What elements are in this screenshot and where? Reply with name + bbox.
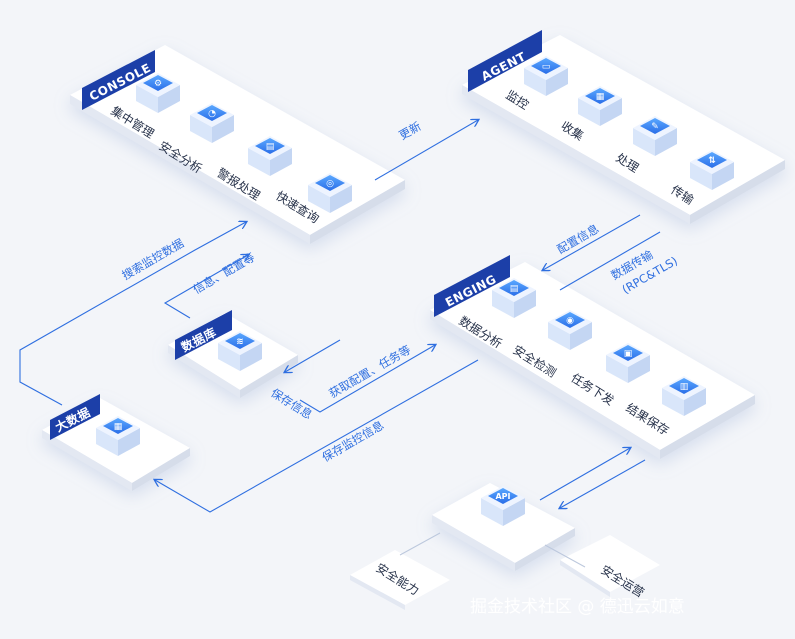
svg-text:▥: ▥	[680, 382, 689, 392]
transfer-icon: ⇅	[690, 150, 734, 190]
flow-config-info: 配置信息	[555, 221, 602, 256]
dispatch-icon: ▣	[606, 343, 650, 383]
search-icon: ◎	[308, 173, 352, 213]
svg-text:✎: ✎	[651, 122, 659, 132]
svg-text:▭: ▭	[542, 62, 551, 72]
flow-search-monitor: 搜索监控数据	[120, 236, 187, 283]
analysis-icon: ▤	[492, 278, 536, 318]
detect-icon: ◉	[548, 310, 592, 350]
api-icon: API	[481, 486, 525, 526]
collect-icon: ▦	[578, 86, 622, 126]
wrench-icon: ✎	[633, 116, 677, 156]
flow-save-info: 保存信息	[268, 386, 314, 422]
svg-text:≋: ≋	[236, 337, 244, 347]
flow-info-config: 信息、配置等	[191, 250, 258, 297]
svg-text:▦: ▦	[596, 92, 605, 102]
svg-text:⚙: ⚙	[154, 79, 162, 89]
api-leg-left	[350, 532, 450, 610]
api-leg-right	[544, 535, 660, 597]
database-icon: ≋	[218, 331, 262, 371]
save-icon: ▥	[662, 376, 706, 416]
svg-text:API: API	[495, 492, 510, 501]
flow-arrows	[19, 120, 661, 513]
alert-icon: ▤	[248, 136, 292, 176]
svg-text:◉: ◉	[566, 316, 574, 326]
svg-text:▤: ▤	[266, 142, 275, 152]
chart-icon: ◔	[190, 103, 234, 143]
flow-save-monitor: 保存监控信息	[320, 418, 387, 465]
watermark: 掘金技术社区 @ 德迅云如意	[470, 597, 685, 617]
svg-text:◔: ◔	[208, 109, 216, 119]
bigdata-icon: ▦	[96, 416, 140, 456]
monitor-icon: ▭	[524, 56, 568, 96]
svg-text:▤: ▤	[510, 284, 519, 294]
flow-fetch-config: 获取配置、任务等	[327, 342, 414, 400]
flow-update: 更新	[397, 119, 424, 143]
gear-icon: ⚙	[136, 73, 180, 113]
svg-text:◎: ◎	[326, 179, 334, 189]
svg-text:▣: ▣	[624, 349, 633, 359]
svg-text:▦: ▦	[114, 422, 123, 432]
svg-text:⇅: ⇅	[708, 156, 716, 166]
